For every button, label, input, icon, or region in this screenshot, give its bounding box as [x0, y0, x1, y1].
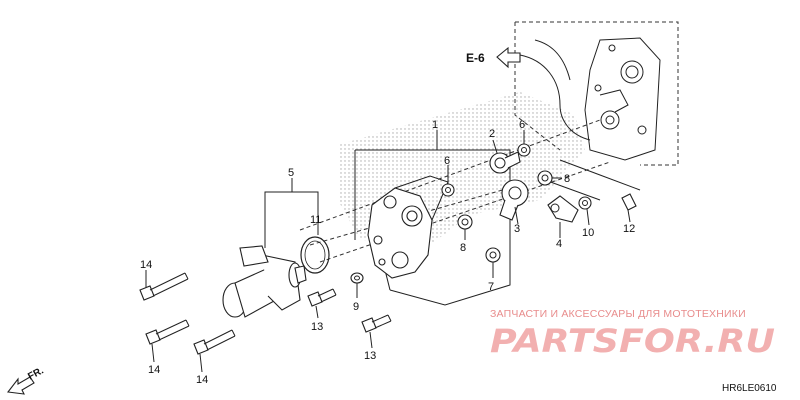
callout-11[interactable]: 11: [310, 214, 321, 226]
bearing-6b: [517, 143, 531, 157]
bearing-7: [485, 247, 501, 263]
callout-10[interactable]: 10: [582, 227, 594, 239]
callout-6b[interactable]: 6: [519, 119, 525, 131]
watermark-logo: PARTSFOR.RU: [490, 322, 775, 360]
callout-8a[interactable]: 8: [460, 242, 466, 254]
washer-9: [350, 272, 364, 284]
callout-4[interactable]: 4: [556, 238, 562, 250]
leader-lines: [145, 130, 631, 373]
diagram-code: HR6LE0610: [722, 383, 777, 394]
bolt-14a: [139, 272, 189, 301]
callout-14c[interactable]: 14: [196, 374, 208, 386]
bearing-8b: [537, 170, 553, 186]
bearing-10: [578, 196, 592, 210]
callout-13a[interactable]: 13: [311, 321, 323, 333]
reference-arrow[interactable]: E-6: [466, 46, 521, 69]
watermark-subtitle: ЗАПЧАСТИ И АКСЕССУАРЫ ДЛЯ МОТОТЕХНИКИ: [490, 308, 746, 320]
callout-6a[interactable]: 6: [444, 155, 450, 167]
callout-2[interactable]: 2: [489, 128, 495, 140]
watermark: ЗАПЧАСТИ И АКСЕССУАРЫ ДЛЯ МОТОТЕХНИКИ PA…: [490, 308, 775, 360]
callout-9[interactable]: 9: [353, 301, 359, 313]
o-ring: [300, 236, 330, 274]
callout-7[interactable]: 7: [488, 281, 494, 293]
bolt-14c: [193, 329, 236, 355]
bolt-13a: [307, 288, 337, 307]
callout-14a[interactable]: 14: [140, 259, 152, 271]
callout-1[interactable]: 1: [432, 119, 438, 131]
arrow-down-left-icon: [6, 376, 35, 395]
direction-label: FR.: [26, 365, 46, 382]
shift-motor: [222, 245, 307, 318]
callout-3[interactable]: 3: [514, 223, 520, 235]
axis-lines: [299, 119, 641, 263]
arrow-left-icon: [496, 46, 521, 69]
dowel-pin-12: [621, 193, 637, 211]
callout-12[interactable]: 12: [623, 223, 635, 235]
bearing-6a: [441, 183, 455, 197]
callout-8b[interactable]: 8: [564, 173, 570, 185]
reference-label: E-6: [466, 51, 485, 65]
shift-arm-4: [547, 195, 579, 223]
callout-5[interactable]: 5: [288, 167, 294, 179]
callouts: 1 2 3 4 5 6 6 7 8 8 9 10 11 12 13 13 14 …: [140, 119, 635, 386]
gear-2: [489, 151, 521, 174]
gearbox-cover: [367, 175, 449, 279]
callout-14b[interactable]: 14: [148, 364, 160, 376]
gear-3: [499, 179, 529, 221]
bolt-14b: [145, 319, 190, 345]
bolt-13b: [361, 314, 392, 333]
front-direction: FR.: [6, 365, 46, 395]
callout-13b[interactable]: 13: [364, 350, 376, 362]
bearing-8a: [457, 214, 473, 230]
